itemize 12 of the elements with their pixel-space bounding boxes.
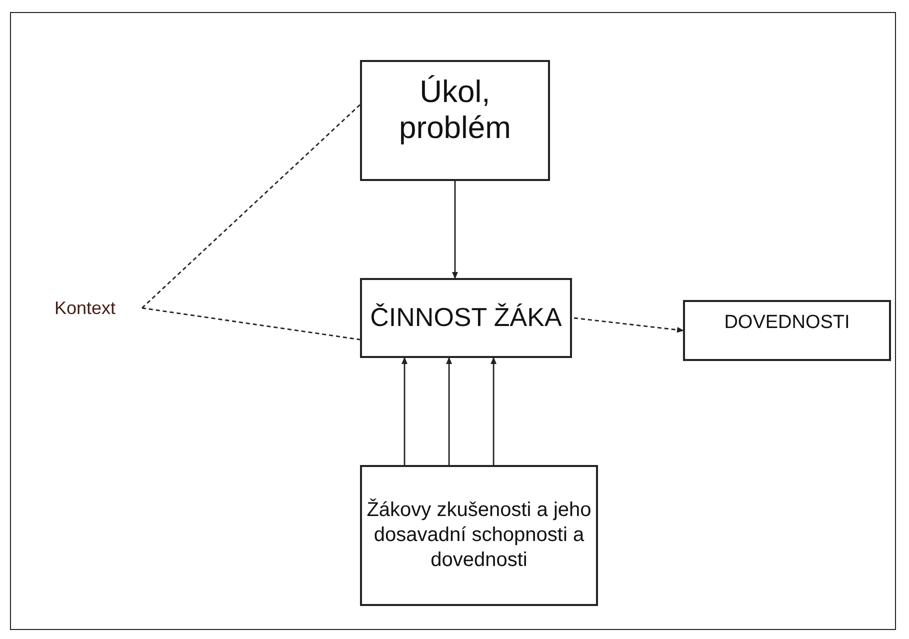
arrow (452, 181, 458, 279)
dotted-line (142, 104, 360, 309)
outcome-box: DOVEDNOSTI (683, 300, 891, 361)
process-box: ČINNOST ŽÁKA (360, 278, 572, 358)
dashed-arrow (574, 317, 684, 333)
input-box: Žákovy zkušenosti a jeho dosavadní schopnosti a dovednosti (360, 465, 598, 606)
context-label: Kontext (54, 298, 116, 318)
arrow (446, 357, 452, 465)
dotted-line (142, 307, 360, 340)
process-box: Úkol, problém (360, 60, 550, 181)
arrow (490, 357, 497, 465)
arrow (402, 357, 408, 465)
